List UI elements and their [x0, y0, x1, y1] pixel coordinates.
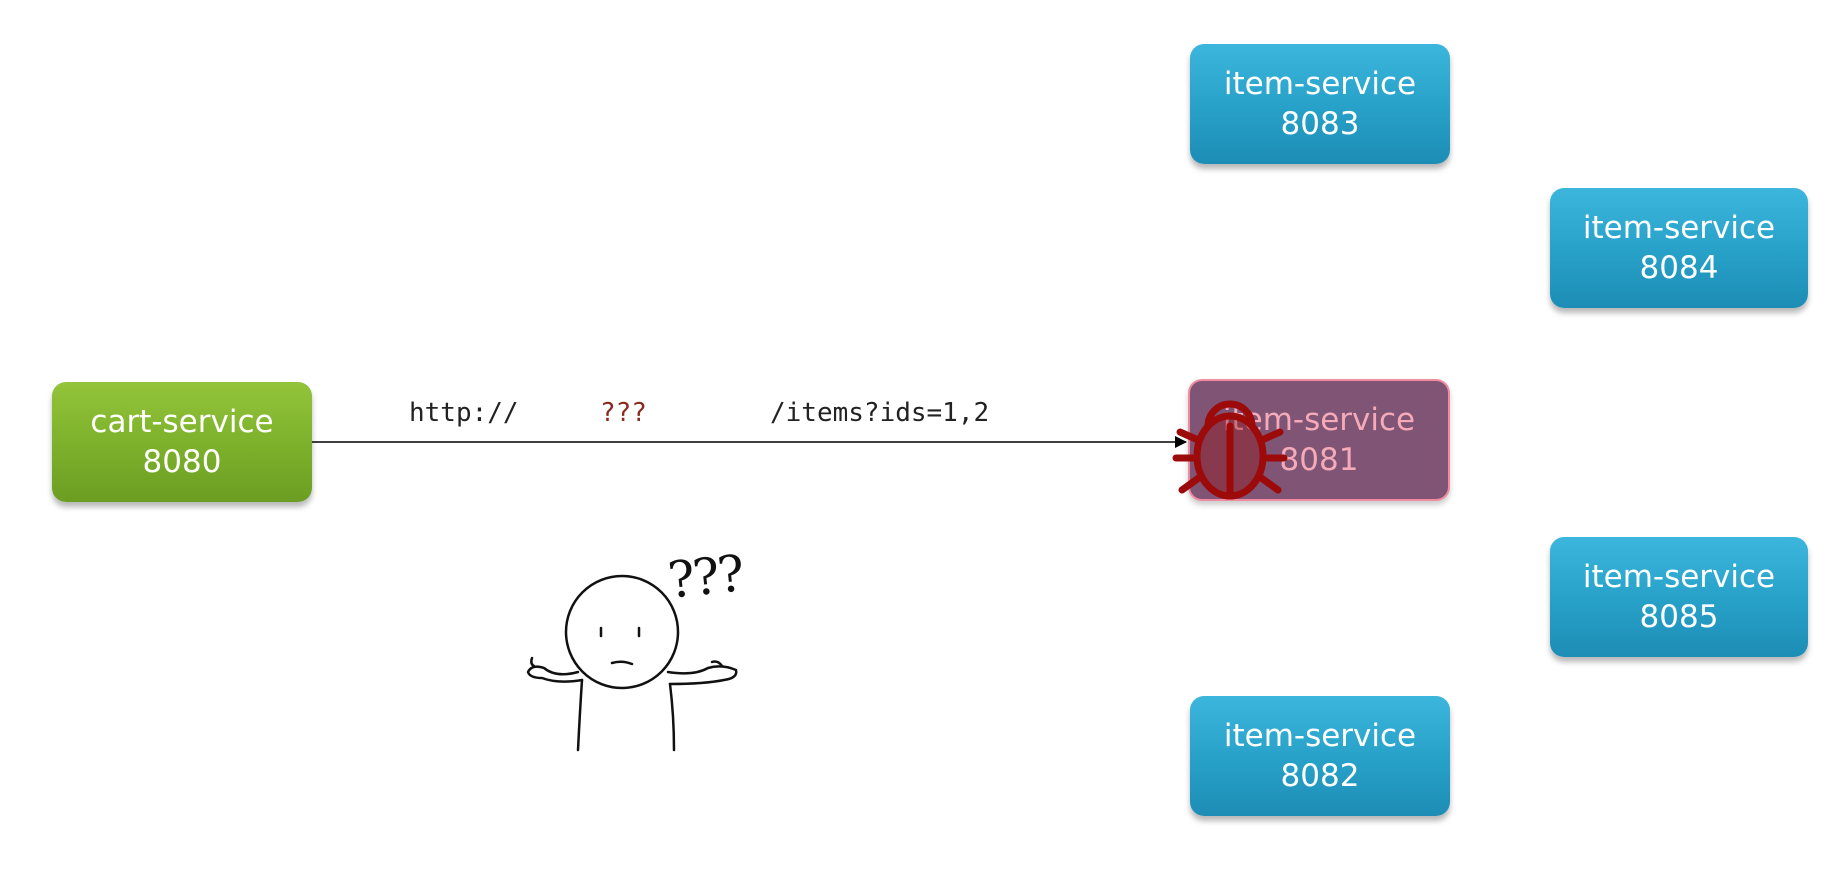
- item-service-name: item-service: [1223, 718, 1417, 754]
- item-service-port: 8083: [1280, 106, 1360, 142]
- bug-icon: [1172, 400, 1288, 500]
- cart-service-port: 8080: [142, 444, 222, 480]
- url-scheme: http://: [409, 398, 519, 428]
- item-service-port: 8085: [1639, 599, 1719, 635]
- confused-person-icon: [526, 574, 738, 752]
- url-unknown-host: ???: [600, 398, 647, 428]
- item-service-name: item-service: [1582, 559, 1776, 595]
- item-service-port: 8082: [1280, 758, 1360, 794]
- item-service-node-8085: item-service 8085: [1550, 537, 1808, 657]
- item-service-name: item-service: [1223, 66, 1417, 102]
- item-service-node-8084: item-service 8084: [1550, 188, 1808, 308]
- cart-service-name: cart-service: [90, 404, 274, 440]
- item-service-name: item-service: [1582, 210, 1776, 246]
- item-service-node-8081-faulty: item-service 8081: [1188, 379, 1450, 501]
- item-service-port: 8084: [1639, 250, 1719, 286]
- item-service-node-8082: item-service 8082: [1190, 696, 1450, 816]
- url-path: /items?ids=1,2: [770, 398, 990, 428]
- cart-service-node: cart-service 8080: [52, 382, 312, 502]
- confused-thought: ???: [665, 544, 746, 610]
- item-service-node-8083: item-service 8083: [1190, 44, 1450, 164]
- item-service-port: 8081: [1279, 442, 1359, 478]
